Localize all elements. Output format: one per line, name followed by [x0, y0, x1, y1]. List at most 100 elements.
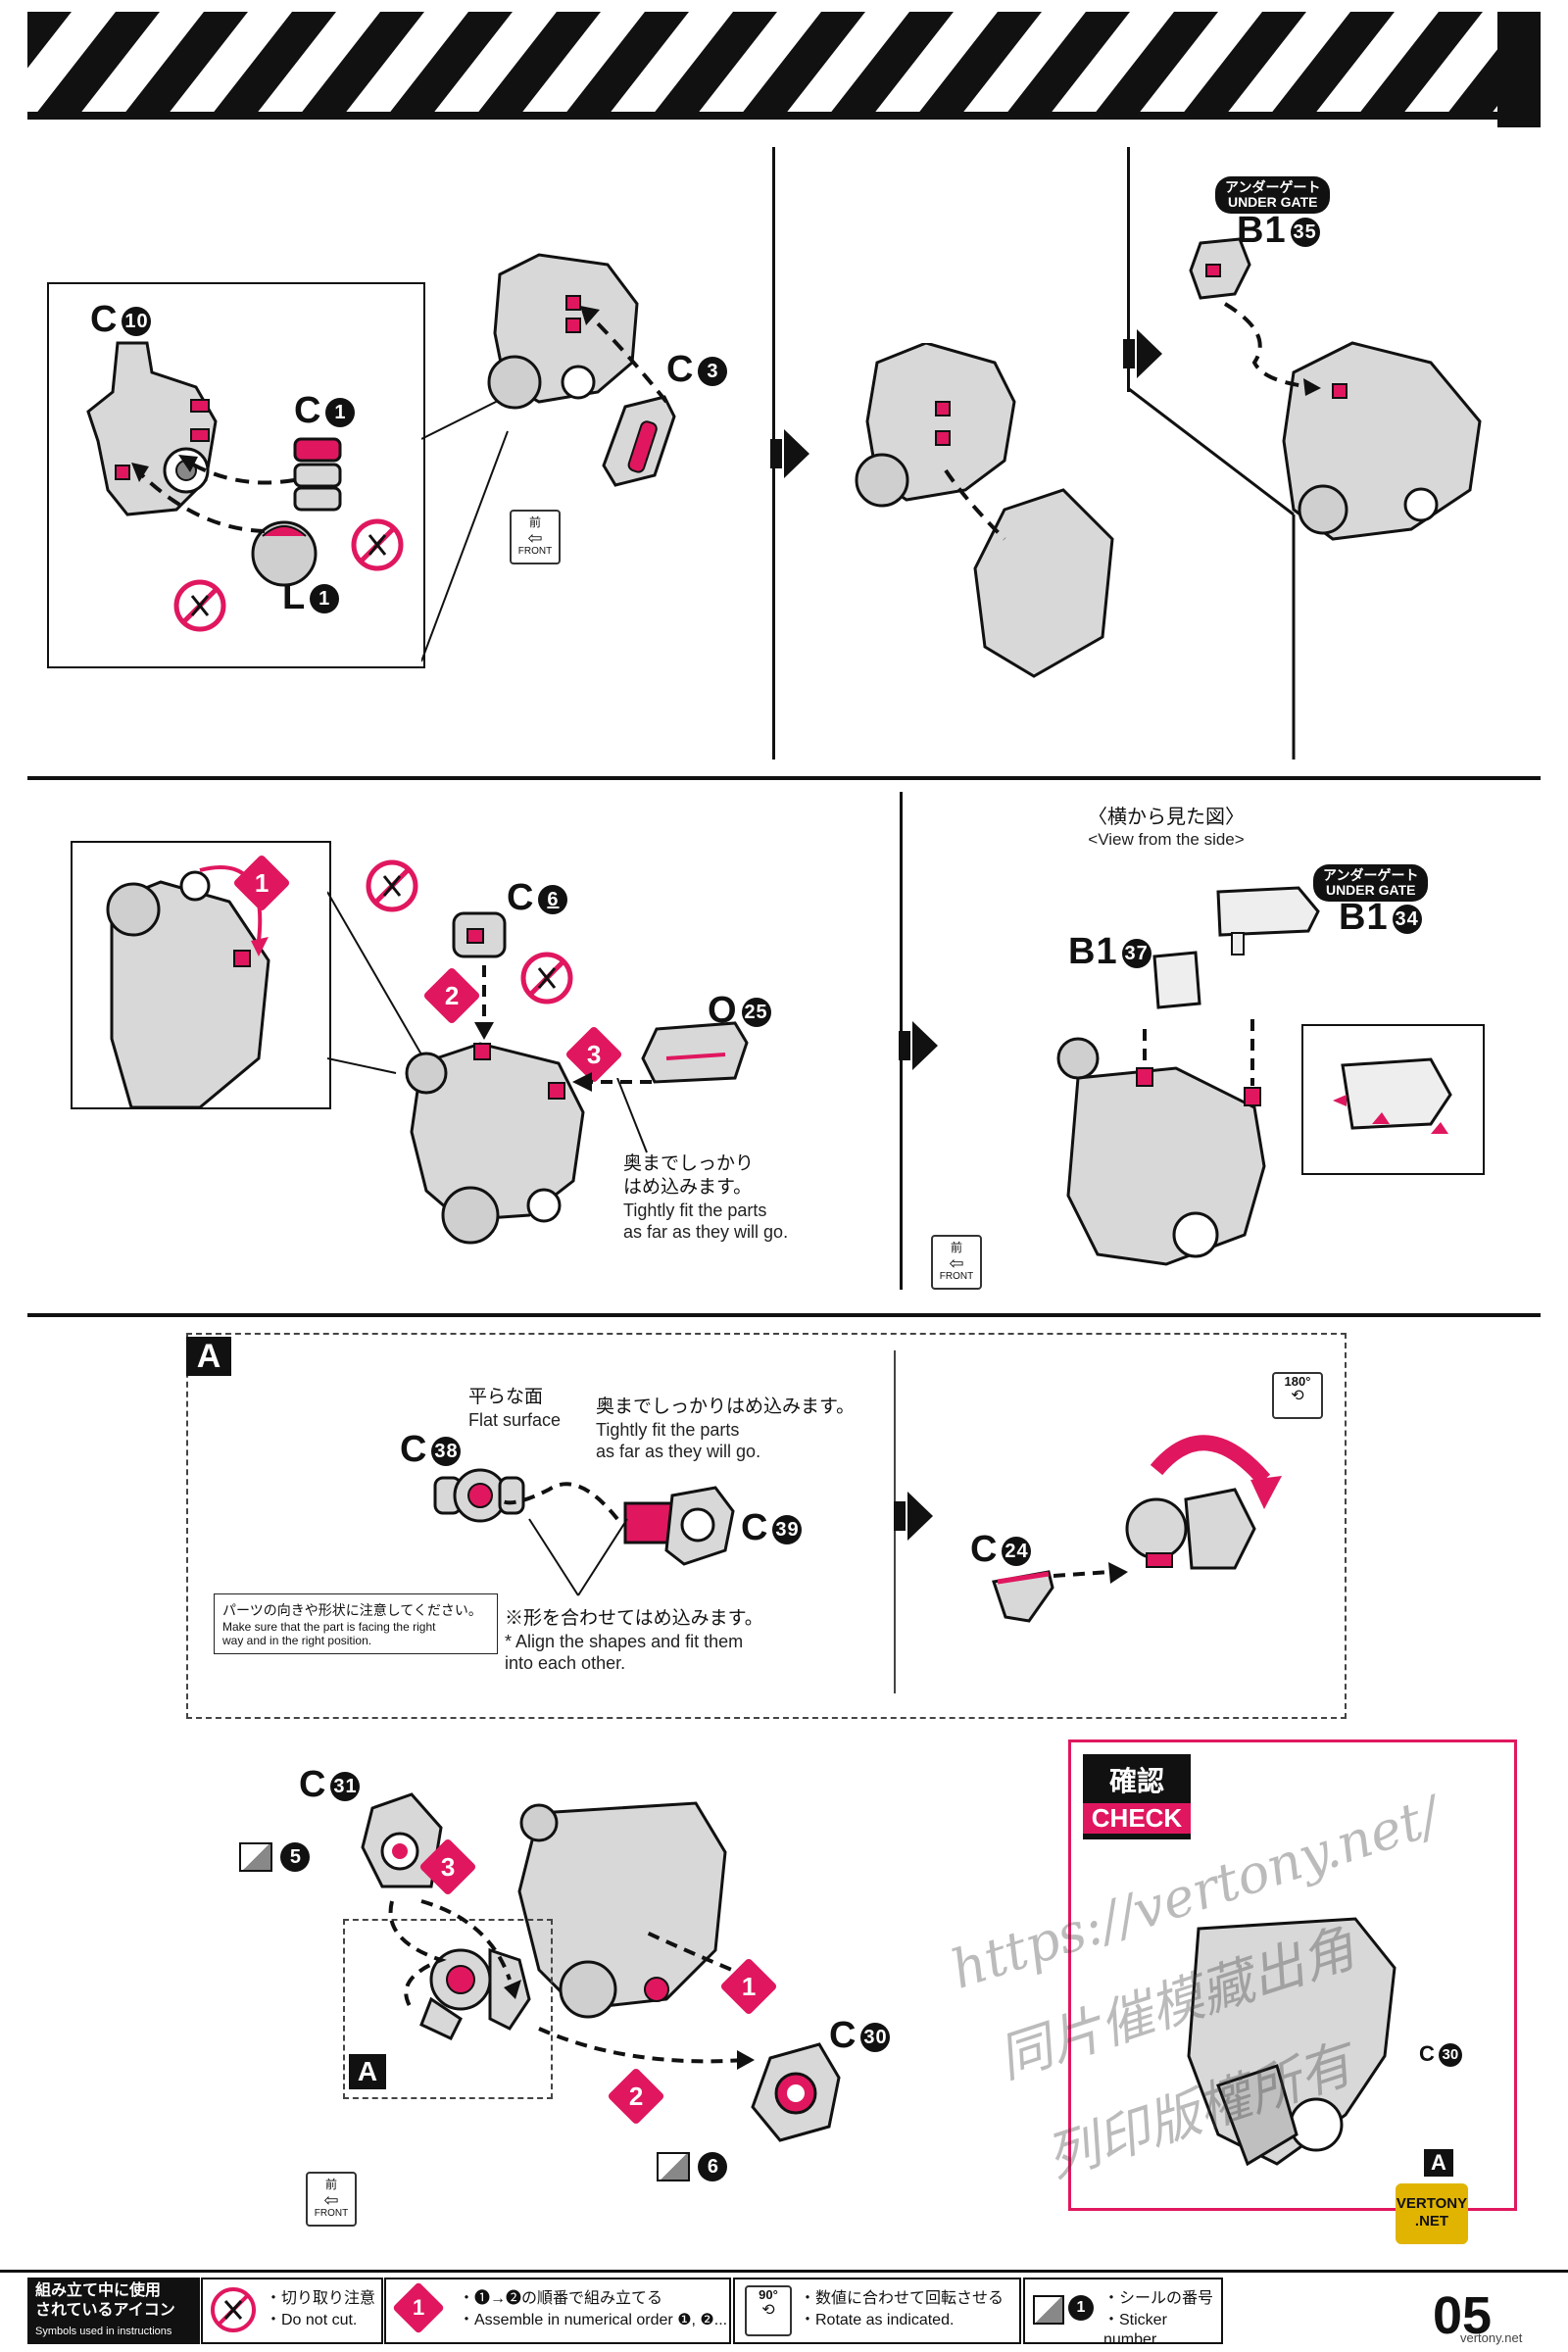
section-divider: [27, 776, 1541, 780]
side-view-torso-drawing: [1056, 1019, 1266, 1266]
do-not-cut-icon: [211, 2287, 256, 2332]
rotate-en: ・Rotate as indicated.: [800, 2312, 955, 2328]
fit-note-jp: 奥までしっかりはめ込みます。: [596, 1396, 856, 1417]
part-c39-drawing: [623, 1486, 735, 1566]
rotate-arrow-icon: ⟲: [761, 2302, 775, 2319]
note-jp-line1: 奥までしっかり: [623, 1153, 755, 1174]
fit-note-en-1: Tightly fit the parts: [596, 1420, 740, 1440]
caution-en-2: way and in the right position.: [222, 1634, 372, 1647]
rotate-jp: ・数値に合わせて回転させる: [800, 2290, 1004, 2307]
callout-leader-lines-2: [327, 891, 422, 1074]
sticker-icon: [1033, 2295, 1064, 2325]
align-note-en-1: * Align the shapes and fit them: [505, 1632, 744, 1651]
part-l1-ball-drawing: [251, 520, 318, 587]
shoulder-detail-drawing: [106, 865, 270, 1107]
note-en-line2: as far as they will go.: [623, 1222, 789, 1242]
part-b135-drawing: [1189, 237, 1251, 300]
rotate-arrow-icon: ⟲: [1291, 1388, 1304, 1404]
rotate-180-label: 180°: [1284, 1374, 1311, 1389]
assembly-arrow-c3: [580, 306, 668, 404]
check-title-jp: 確認: [1108, 1766, 1164, 1796]
assembly-arrow-c6: [474, 965, 494, 1040]
detail-callout-box: [47, 282, 425, 668]
flat-surface-label: 平らな面 Flat surface: [468, 1386, 561, 1431]
logo-line1: VERTONY: [1396, 2195, 1468, 2212]
order-jp: ・❶→❷の順番で組み立てる: [459, 2290, 663, 2307]
legend-sticker-cell: 1 ・シールの番号 ・Sticker number: [1023, 2278, 1223, 2348]
sticker-number: 1: [1068, 2295, 1094, 2321]
assembly-arrow-c24: [1054, 1562, 1128, 1584]
next-step-arrow: [894, 1492, 933, 1541]
hazard-stripe-graphic: [27, 12, 1541, 127]
assembly-arrow-b135: [1223, 302, 1321, 396]
torso-part-c10-drawing: [86, 341, 218, 516]
do-not-cut-icon: [351, 518, 404, 571]
torso-assembly-drawing: [487, 253, 639, 410]
sticker-icon: [239, 1842, 272, 1872]
part-c30-drawing: [751, 2042, 841, 2142]
main-torso-section4-drawing: [517, 1801, 727, 2019]
view-from-side-label: 〈横から見た図〉 <View from the side>: [1073, 806, 1259, 851]
assembly-arrows-section4: [388, 1899, 764, 2070]
section1-divider-diag: [1128, 387, 1296, 760]
detail-callout-box-3: [1301, 1024, 1485, 1175]
flat-surface-jp: 平らな面: [468, 1387, 544, 1407]
part-b137-drawing: [1152, 951, 1201, 1009]
page-number: 05: [1433, 2286, 1493, 2345]
sticker-number: 6: [698, 2152, 728, 2181]
front-direction-icon: 前 ⇦ FRONT: [931, 1235, 982, 1290]
order-en: ・Assemble in numerical order ❶, ❷...: [459, 2312, 728, 2328]
note-jp-line2: はめ込みます。: [623, 1177, 753, 1198]
note-en-line1: Tightly fit the parts: [623, 1200, 767, 1220]
sticker-6-marker: 6: [657, 2152, 728, 2181]
caution-en-1: Make sure that the part is facing the ri…: [222, 1620, 436, 1634]
site-footer-text: vertony.net: [1460, 2330, 1523, 2345]
subassembly-a-box: [186, 1333, 1347, 1719]
flat-surface-en: Flat surface: [468, 1410, 562, 1430]
part-o25-drawing: [641, 1021, 749, 1084]
assembly-arrows-1: [131, 455, 295, 533]
assembly-arrow-o25: [572, 1072, 652, 1092]
view-side-en: <View from the side>: [1088, 830, 1245, 849]
do-not-cut-en: ・Do not cut.: [266, 2312, 358, 2328]
view-side-jp: 〈横から見た図〉: [1088, 807, 1245, 828]
subassembly-a-dashed-box: [343, 1919, 553, 2099]
check-title-en: CHECK: [1083, 1803, 1191, 1834]
sticker-icon: [657, 2152, 690, 2181]
part-c6-drawing: [452, 911, 507, 958]
rotate-90-label: 90°: [759, 2287, 778, 2302]
tight-fit-note: 奥までしっかり はめ込みます。 Tightly fit the parts as…: [623, 1152, 788, 1243]
legend-do-not-cut-cell: ・切り取り注意 ・Do not cut.: [201, 2278, 383, 2344]
part-b134-drawing: [1216, 886, 1320, 956]
section-divider: [27, 1313, 1541, 1317]
section1-divider-v2: [1127, 147, 1130, 392]
next-step-arrow: [1123, 329, 1162, 378]
sticker-number: 5: [280, 1842, 311, 1872]
do-not-cut-icon: [173, 579, 226, 632]
align-note-jp: ※形を合わせてはめ込みます。: [505, 1608, 763, 1629]
do-not-cut-icon: [366, 859, 418, 912]
subassembly-a-badge: A: [186, 1337, 231, 1376]
part-c24-drawing: [992, 1570, 1054, 1623]
do-not-cut-icon: [520, 952, 573, 1004]
do-not-cut-jp: ・切り取り注意: [266, 2290, 376, 2307]
torso-combined-drawing: [855, 343, 1114, 678]
note-leader-line: [616, 1078, 648, 1153]
legend-title-en: Symbols used in instructions: [35, 2326, 172, 2337]
step-badge: 1: [392, 2281, 445, 2334]
part-c31-drawing: [361, 1792, 443, 1888]
part-c1-drawing: [293, 437, 342, 512]
rotate-180-icon: 180° ⟲: [1272, 1372, 1323, 1419]
